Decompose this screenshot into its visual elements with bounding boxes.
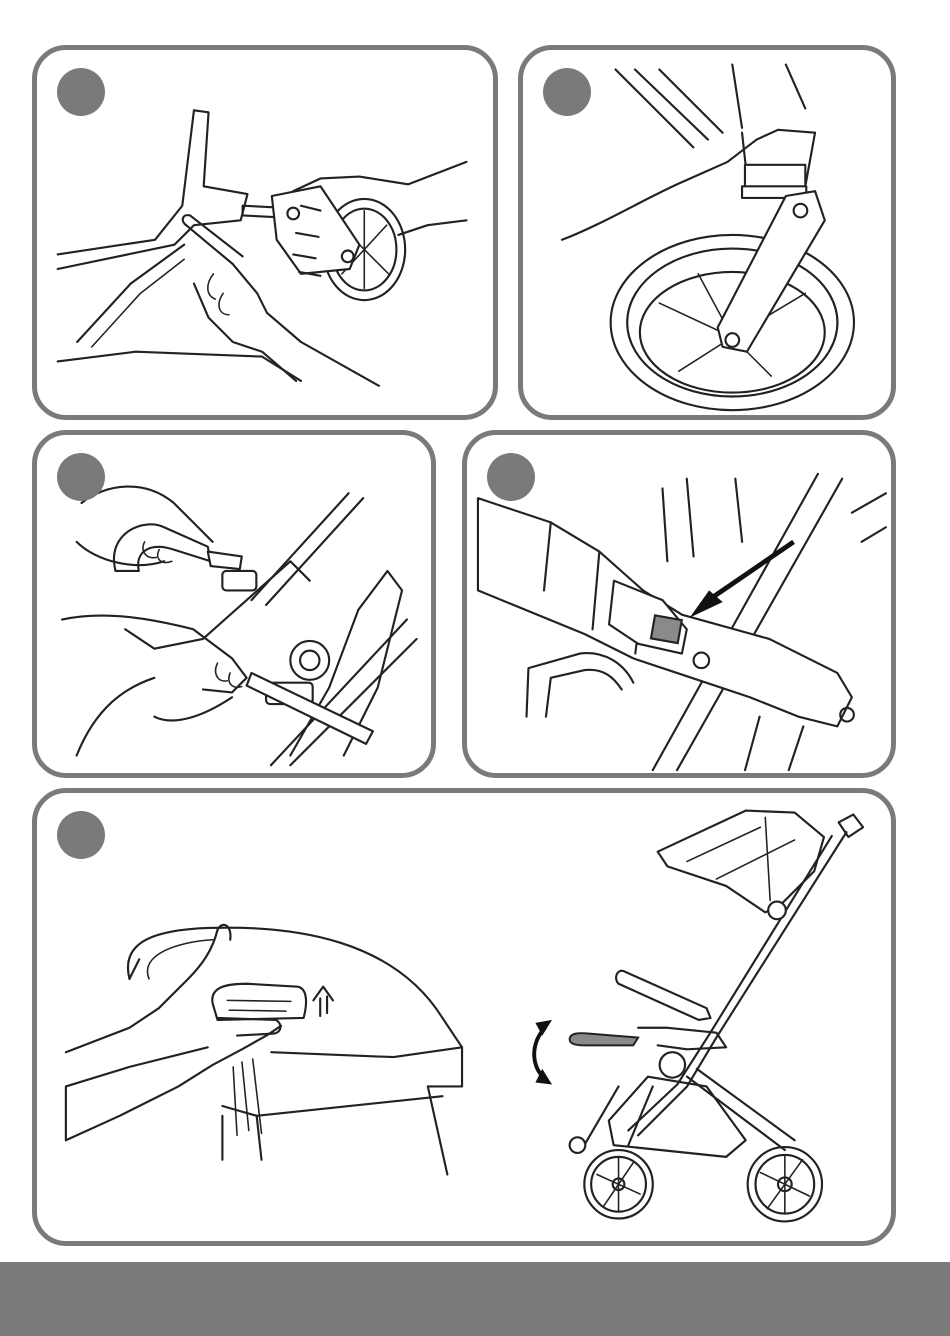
step-panel-2	[518, 45, 896, 420]
step-panel-5	[32, 788, 896, 1246]
step-number-badge	[543, 68, 591, 116]
step-panel-4	[462, 430, 896, 778]
pointer-arrow	[701, 542, 793, 605]
step-number-badge	[57, 453, 105, 501]
step-number-badge	[487, 453, 535, 501]
illustration-wheel-removal	[37, 50, 493, 415]
step-panel-3	[32, 430, 436, 778]
step-panel-1	[32, 45, 498, 420]
backrest-highlight	[570, 1033, 638, 1045]
release-button-highlight	[651, 615, 682, 643]
step-number-badge	[57, 811, 105, 859]
illustration-backrest-adjust	[37, 793, 891, 1241]
step-number-badge	[57, 68, 105, 116]
footer-bar	[0, 1262, 950, 1336]
